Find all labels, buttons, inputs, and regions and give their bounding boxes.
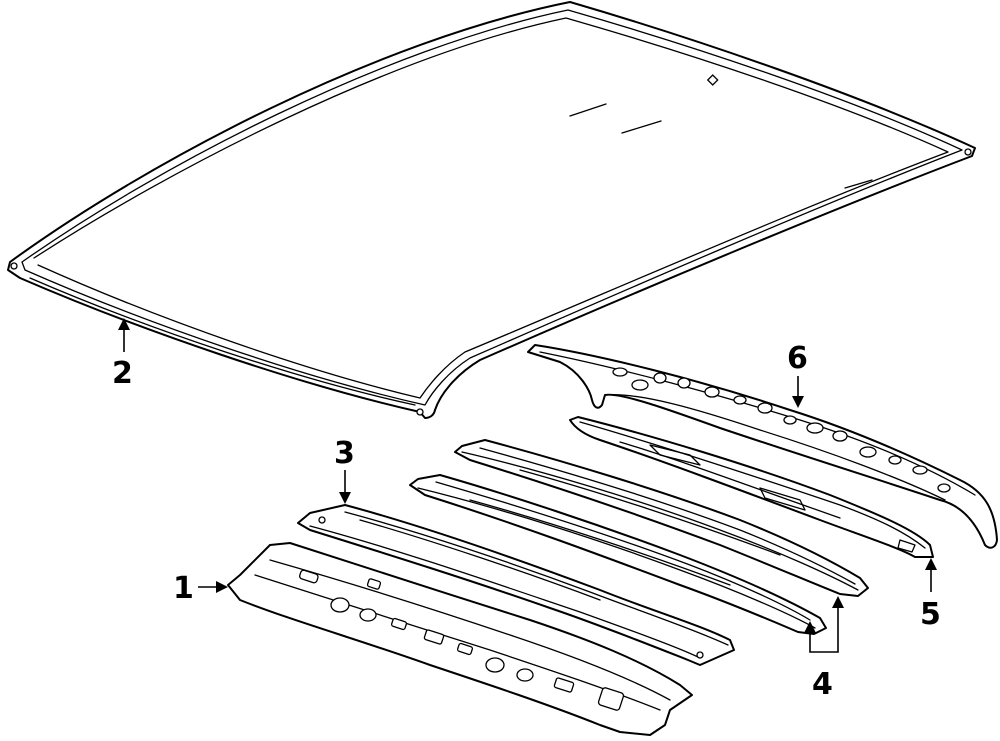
front-header-panel xyxy=(227,542,693,736)
callout-1: 1 xyxy=(173,571,228,606)
callout-2: 2 xyxy=(112,318,133,391)
callout-3: 3 xyxy=(334,436,355,504)
callout-5: 5 xyxy=(920,558,941,632)
roof-bow-rear xyxy=(409,474,827,635)
callout-4: 4 xyxy=(804,596,844,702)
callout-6: 6 xyxy=(787,341,808,408)
callout-label-3: 3 xyxy=(334,436,355,471)
callout-label-5: 5 xyxy=(920,597,941,632)
callout-label-6: 6 xyxy=(787,341,808,376)
callout-label-2: 2 xyxy=(112,356,133,391)
roof-bow-front xyxy=(454,439,869,597)
front-roof-bow xyxy=(297,504,735,666)
callout-label-4: 4 xyxy=(812,667,833,702)
rear-header-panel xyxy=(527,344,998,549)
rear-roof-bow xyxy=(569,416,934,558)
roof-panel xyxy=(7,1,976,419)
callout-label-1: 1 xyxy=(173,571,194,606)
